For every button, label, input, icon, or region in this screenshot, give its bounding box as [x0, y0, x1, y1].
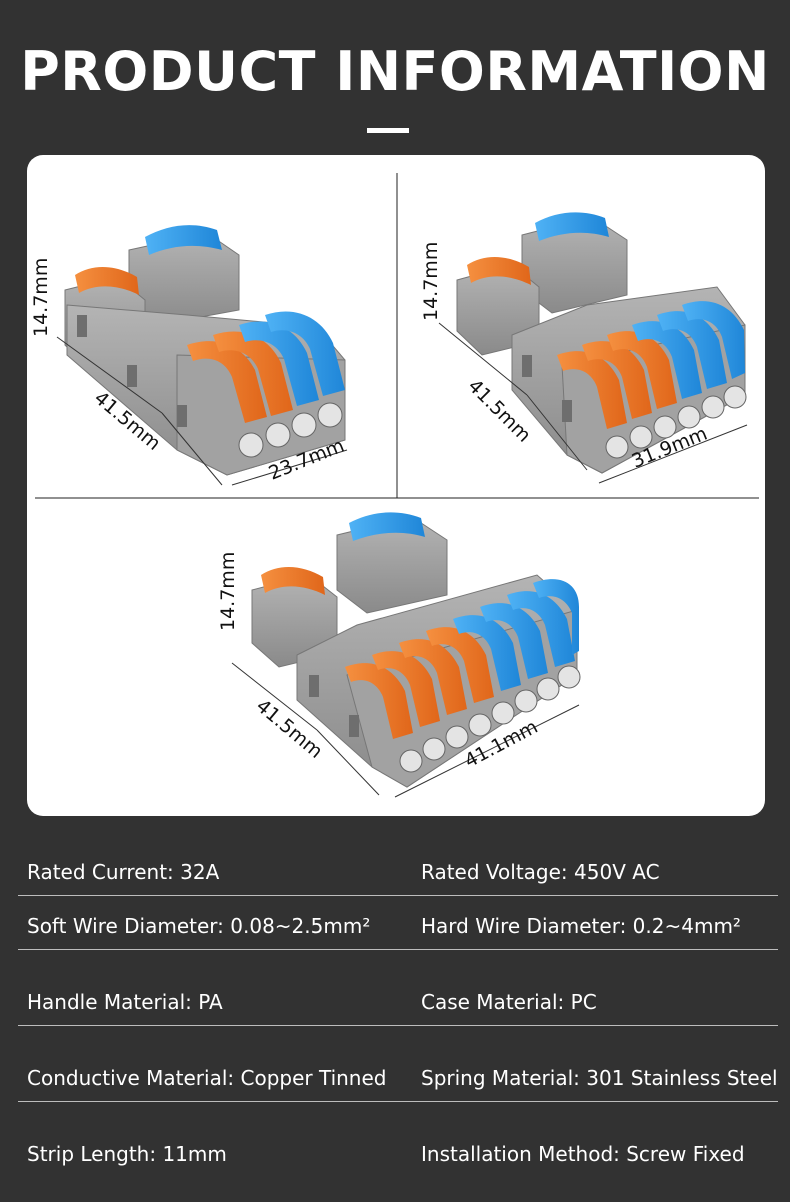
- spec-case-material: Case Material: PC: [421, 990, 597, 1014]
- product-illustration: 14.7mm 41.5mm 23.7mm: [30, 173, 759, 798]
- orange-lever: [75, 266, 139, 295]
- connector-6-way: [456, 212, 747, 474]
- title-underline: [367, 128, 409, 133]
- blue-lever: [145, 225, 222, 255]
- spec-handle-material: Handle Material: PA: [27, 990, 223, 1014]
- row-divider: [18, 895, 778, 896]
- orange-lever: [261, 566, 325, 595]
- dim-height-2: 14.7mm: [420, 242, 442, 321]
- blue-lever: [535, 212, 609, 241]
- spec-spring-material: Spring Material: 301 Stainless Steel: [421, 1066, 778, 1090]
- spec-conductive-material: Conductive Material: Copper Tinned: [27, 1066, 387, 1090]
- connector-4-way: [64, 225, 346, 476]
- row-divider: [18, 949, 778, 950]
- spec-rated-current: Rated Current: 32A: [27, 860, 220, 884]
- dim-height-3: 14.7mm: [217, 552, 239, 631]
- row-divider: [18, 1101, 778, 1102]
- dim-height-1: 14.7mm: [30, 258, 52, 337]
- spec-soft-wire-diameter: Soft Wire Diameter: 0.08~2.5mm²: [27, 914, 371, 938]
- product-image-panel: 14.7mm 41.5mm 23.7mm: [27, 155, 765, 816]
- page-title: PRODUCT INFORMATION: [20, 40, 770, 103]
- spec-row: Strip Length: 11mm Installation Method: …: [18, 1102, 778, 1178]
- row-divider: [18, 1025, 778, 1026]
- blue-lever: [349, 512, 425, 541]
- spec-installation-method: Installation Method: Screw Fixed: [421, 1142, 745, 1166]
- connector-8-way: [251, 512, 581, 788]
- spec-hard-wire-diameter: Hard Wire Diameter: 0.2~4mm²: [421, 914, 741, 938]
- spec-strip-length: Strip Length: 11mm: [27, 1142, 227, 1166]
- spec-rated-voltage: Rated Voltage: 450V AC: [421, 860, 660, 884]
- spec-row: Soft Wire Diameter: 0.08~2.5mm² Hard Wir…: [18, 874, 778, 950]
- spec-row: Handle Material: PA Case Material: PC: [18, 950, 778, 1026]
- spec-row: Rated Current: 32A Rated Voltage: 450V A…: [18, 820, 778, 896]
- orange-lever: [467, 256, 531, 285]
- spec-row: Conductive Material: Copper Tinned Sprin…: [18, 1026, 778, 1102]
